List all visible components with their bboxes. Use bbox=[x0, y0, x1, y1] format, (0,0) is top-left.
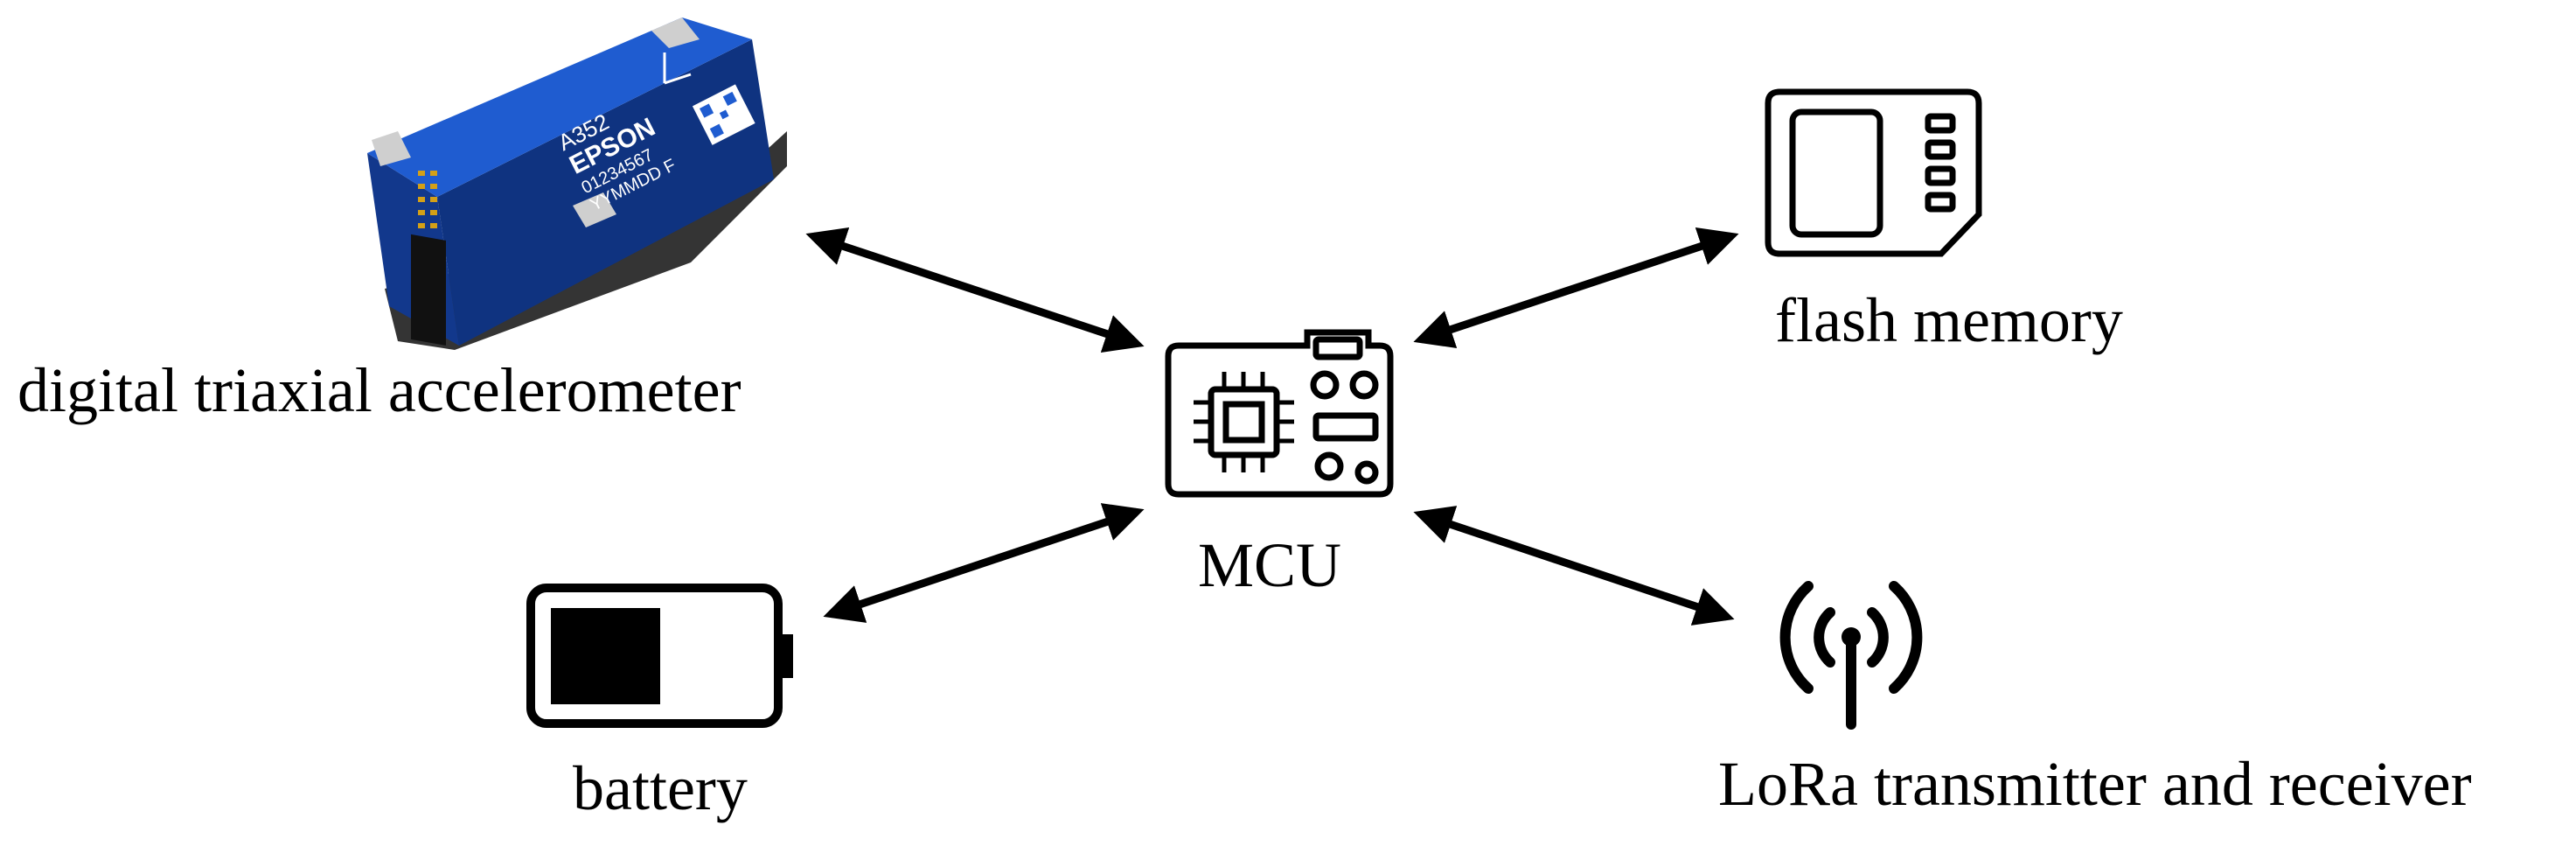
arrow-mcu-flash bbox=[1413, 227, 1739, 348]
flash-memory-label: flash memory bbox=[1775, 285, 2123, 355]
sd-card-icon bbox=[1765, 88, 1982, 257]
circuit-board-icon bbox=[1165, 329, 1394, 498]
accelerometer-label: digital triaxial accelerometer bbox=[17, 355, 741, 425]
arrow-mcu-battery bbox=[823, 503, 1145, 623]
lora-label: LoRa transmitter and receiver bbox=[1718, 749, 2472, 819]
arrow-mcu-accelerometer bbox=[805, 227, 1145, 353]
arrow-mcu-lora bbox=[1413, 506, 1735, 626]
mcu-label: MCU bbox=[1198, 530, 1342, 600]
accelerometer-sensor-image: A352 EPSON 01234567 YYMMDD F bbox=[367, 17, 787, 350]
qr-code-icon bbox=[692, 84, 755, 145]
battery-icon bbox=[526, 584, 793, 728]
battery-label: battery bbox=[573, 753, 748, 823]
antenna-icon bbox=[1779, 581, 1923, 730]
